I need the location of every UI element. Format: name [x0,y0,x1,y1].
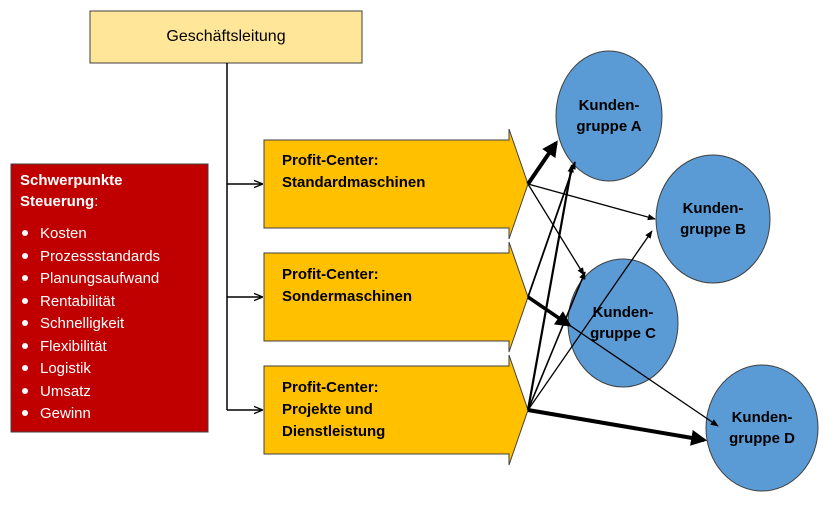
list-item: Rentabilität [22,291,160,314]
bullet-icon [22,342,28,349]
management-box [89,10,363,64]
arrow-projekte-to-c [527,271,586,411]
side-panel-shape [10,163,209,433]
list-item: Planungsaufwand [22,268,160,291]
arrow-projekte-to-a [526,164,574,411]
arrow-projekte-to-d [527,408,708,446]
list-item-text: Planungsaufwand [40,270,160,287]
customer-group-c-line2: gruppe C [590,325,656,342]
profit-center-standard-shape [263,128,529,240]
customer-group-c-line1: Kunden- [592,304,654,321]
bullet-icon [22,410,28,417]
profit-center-projekte-shape [263,354,529,466]
arrow-standard-to-c [527,183,585,276]
profit-center-standard-label: Profit-Center: Standardmaschinen [282,150,512,194]
customer-group-a-line2: gruppe A [576,118,642,135]
list-item: Gewinn [22,403,160,426]
customer-group-b-label: Kunden- gruppe B [658,198,768,240]
customer-group-c-label: Kunden- gruppe C [568,302,678,344]
list-item-text: Prozessstandards [40,247,161,265]
profit-center-standard-line2: Standardmaschinen [282,174,426,191]
profit-center-projekte-line2: Projekte und [282,401,373,418]
side-panel-title-line2-wrap: Steuerung: [20,191,123,212]
customer-group-b-line2: gruppe B [680,221,746,238]
list-item: Flexibilität [22,336,160,359]
list-item-text: Kosten [40,225,87,242]
profit-center-standard-line1: Profit-Center: [282,152,379,169]
profit-center-sonder-line2: Sondermaschinen [282,288,413,305]
list-item: Schnelligkeit [22,313,160,336]
bullet-icon [22,230,28,237]
side-panel-title: Schwerpunkte Steuerung: [20,170,123,212]
bullet-icon [22,387,28,394]
list-item: Umsatz [22,381,160,404]
customer-group-b-shape [655,154,771,284]
bullet-icon [22,365,28,372]
arrow-projekte-to-b [527,230,653,411]
bullet-icon [22,297,28,304]
list-item: Logistik [22,358,160,381]
customer-group-d-line1: Kunden- [731,409,793,426]
profit-center-projekte-line1: Profit-Center: [282,379,379,396]
arrow-standard-to-a [526,140,558,186]
customer-group-b-line1: Kunden- [682,200,744,217]
profit-center-projekte-line3: Dienstleistung [282,423,386,440]
list-item: Prozessstandards [22,246,160,269]
bullet-icon [22,252,28,259]
list-item-text: Schnelligkeit [40,315,125,332]
side-panel-title-line1: Schwerpunkte [20,172,123,189]
list-item-text: Flexibilität [40,337,107,355]
arrow-sonder-to-d [527,296,719,427]
bullet-icon [22,320,28,327]
list-item-text: Umsatz [40,382,91,400]
side-panel-list: Kosten Prozessstandards Planungsaufwand … [22,223,160,426]
profit-center-sonder-line1: Profit-Center: [282,266,379,283]
profit-center-sonder-label: Profit-Center: Sondermaschinen [282,264,512,308]
list-item-text: Logistik [40,360,91,377]
side-panel-title-line2: Steuerung [20,193,95,210]
customer-group-d-line2: gruppe D [729,430,795,447]
list-item-text: Rentabilität [40,292,116,310]
arrow-sonder-to-a [527,161,576,298]
list-item-text: Gewinn [40,405,91,422]
bullet-icon [22,275,28,282]
customer-group-a-shape [555,50,663,182]
arrow-standard-to-b [527,183,656,221]
side-panel-title-colon: : [94,193,99,210]
customer-group-a-line1: Kunden- [578,97,640,114]
list-item: Kosten [22,223,160,246]
customer-group-a-label: Kunden- gruppe A [554,95,664,137]
customer-group-d-label: Kunden- gruppe D [707,407,817,449]
side-panel: Schwerpunkte Steuerung: Kosten Prozessst… [11,164,208,432]
customer-group-d-shape [705,364,819,492]
profit-center-sonder-shape [263,241,529,353]
profit-center-projekte-label: Profit-Center: Projekte und Dienstleistu… [282,377,512,443]
